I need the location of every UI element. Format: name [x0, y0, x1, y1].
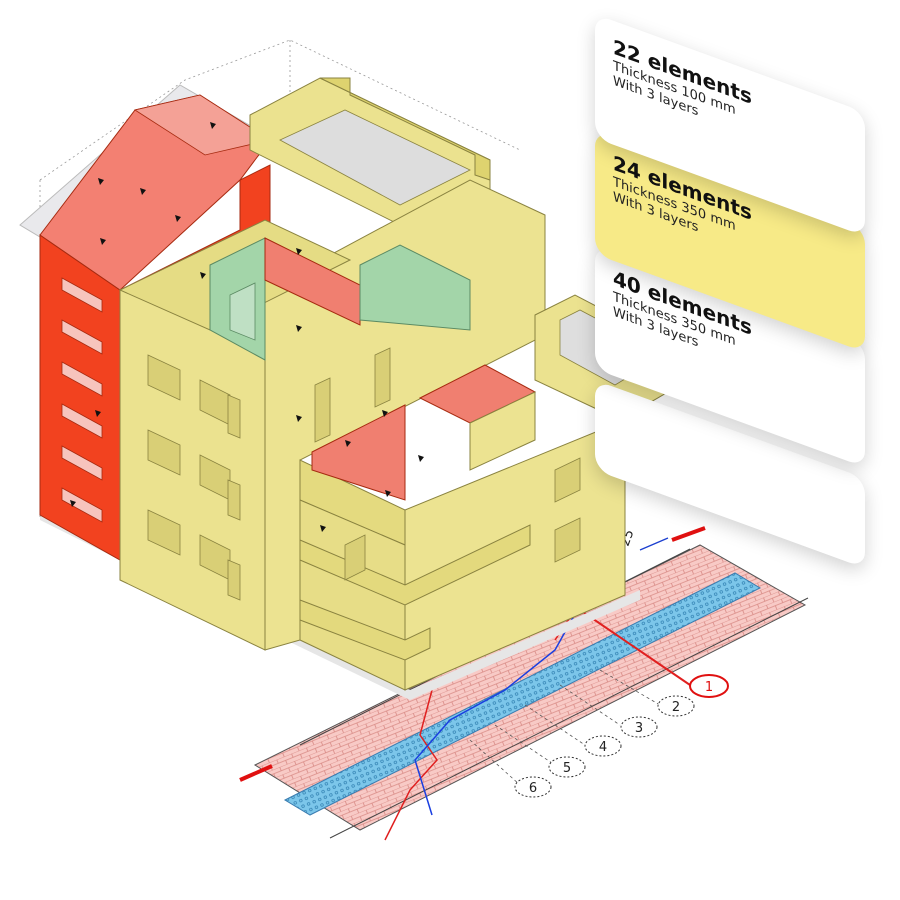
section-cut-left	[239, 764, 273, 782]
green-wall-right	[359, 244, 471, 331]
marker-3: 3	[620, 716, 658, 738]
marker-6: 6	[514, 776, 552, 798]
marker-4: 4	[584, 735, 622, 757]
section-cut-right	[671, 526, 706, 542]
svg-text:4: 4	[599, 740, 607, 755]
marker-1: 1	[689, 674, 729, 698]
svg-text:2: 2	[672, 700, 680, 715]
red-room-left	[311, 404, 406, 501]
marker-5: 5	[548, 756, 586, 778]
red-curve	[384, 689, 438, 841]
svg-text:3: 3	[635, 721, 643, 736]
red-tower-front	[39, 234, 121, 561]
svg-text:5: 5	[563, 761, 571, 776]
blue-curve	[414, 604, 581, 816]
insulation-layer	[283, 572, 762, 816]
building-model	[19, 39, 681, 700]
red-wall-center	[264, 237, 361, 326]
marker-2: 2	[657, 695, 695, 717]
svg-text:6: 6	[529, 781, 537, 796]
svg-text:1: 1	[705, 680, 713, 695]
